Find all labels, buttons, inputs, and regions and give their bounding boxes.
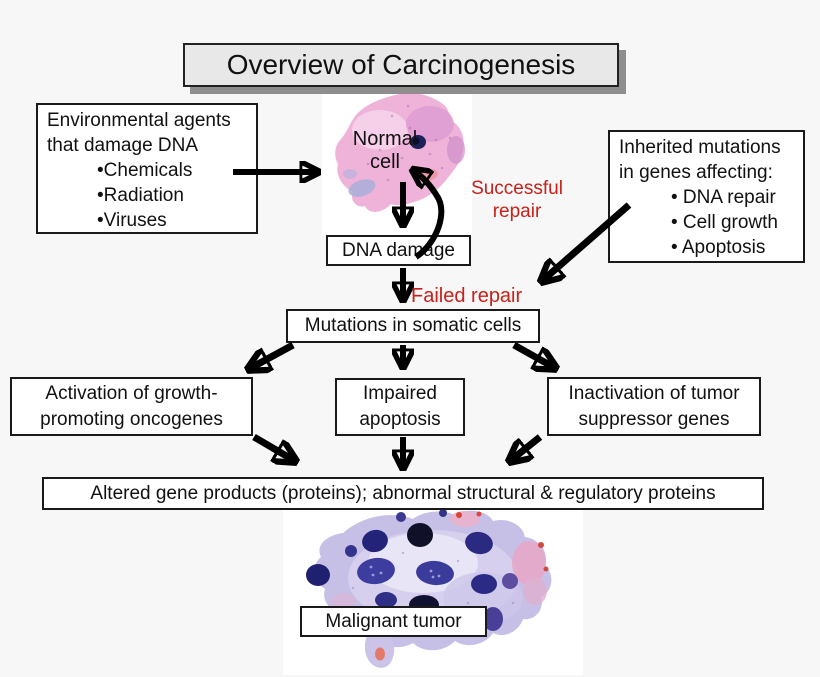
title-box: Overview of Carcinogenesis bbox=[183, 43, 619, 87]
mutations-label: Mutations in somatic cells bbox=[304, 315, 522, 336]
altered-gene-products-box: Altered gene products (proteins); abnorm… bbox=[42, 477, 764, 510]
inherited-bullet-cell-growth: • Cell growth bbox=[671, 212, 778, 233]
page-title: Overview of Carcinogenesis bbox=[226, 49, 576, 80]
malignant-tumor-image bbox=[283, 503, 583, 675]
apoptosis-line-1: Impaired bbox=[363, 383, 437, 404]
suppressor-line-1: Inactivation of tumor bbox=[568, 382, 740, 404]
failed-repair-label: Failed repair bbox=[411, 285, 523, 307]
environmental-line-1: Environmental agents bbox=[47, 110, 231, 131]
environmental-bullet-radiation: •Radiation bbox=[97, 185, 184, 206]
environmental-bullet-viruses: •Viruses bbox=[97, 210, 167, 231]
altered-gene-products-label: Altered gene products (proteins); abnorm… bbox=[90, 482, 716, 504]
oncogenes-line-1: Activation of growth- bbox=[45, 382, 218, 404]
successful-repair-label: Successful repair bbox=[471, 178, 563, 222]
environmental-line-2: that damage DNA bbox=[47, 135, 199, 156]
environmental-bullet-chemicals: •Chemicals bbox=[97, 160, 193, 181]
inherited-line-2: in genes affecting: bbox=[619, 162, 773, 183]
tumor-suppressor-inactivation-box: Inactivation of tumor suppressor genes bbox=[547, 377, 761, 436]
malignant-tumor-label: Malignant tumor bbox=[325, 610, 462, 632]
malignant-tumor-box: Malignant tumor bbox=[300, 606, 487, 637]
inherited-mutations-box: Inherited mutations in genes affecting: … bbox=[608, 130, 805, 263]
mutations-somatic-cells-box: Mutations in somatic cells bbox=[286, 309, 540, 343]
inherited-bullet-dna-repair: • DNA repair bbox=[671, 187, 776, 208]
suppressor-line-2: suppressor genes bbox=[578, 408, 730, 430]
impaired-apoptosis-box: Impaired apoptosis bbox=[335, 378, 465, 436]
oncogenes-line-2: promoting oncogenes bbox=[40, 408, 223, 430]
normal-cell-label: Normal cell bbox=[352, 128, 418, 173]
dna-damage-box: DNA damage bbox=[326, 235, 471, 266]
arrow-suppressor-to-altered bbox=[510, 434, 543, 461]
dna-damage-label: DNA damage bbox=[341, 239, 455, 261]
environmental-agents-box: Environmental agents that damage DNA •Ch… bbox=[36, 103, 258, 234]
apoptosis-line-2: apoptosis bbox=[359, 409, 441, 430]
arrow-oncogenes-to-altered bbox=[252, 433, 295, 461]
arrow-mutations-to-oncogenes bbox=[249, 341, 295, 369]
arrow-mutations-to-suppressor bbox=[512, 341, 555, 368]
inherited-line-1: Inherited mutations bbox=[619, 137, 781, 158]
inherited-bullet-apoptosis: • Apoptosis bbox=[671, 237, 766, 258]
oncogene-activation-box: Activation of growth- promoting oncogene… bbox=[10, 377, 253, 436]
